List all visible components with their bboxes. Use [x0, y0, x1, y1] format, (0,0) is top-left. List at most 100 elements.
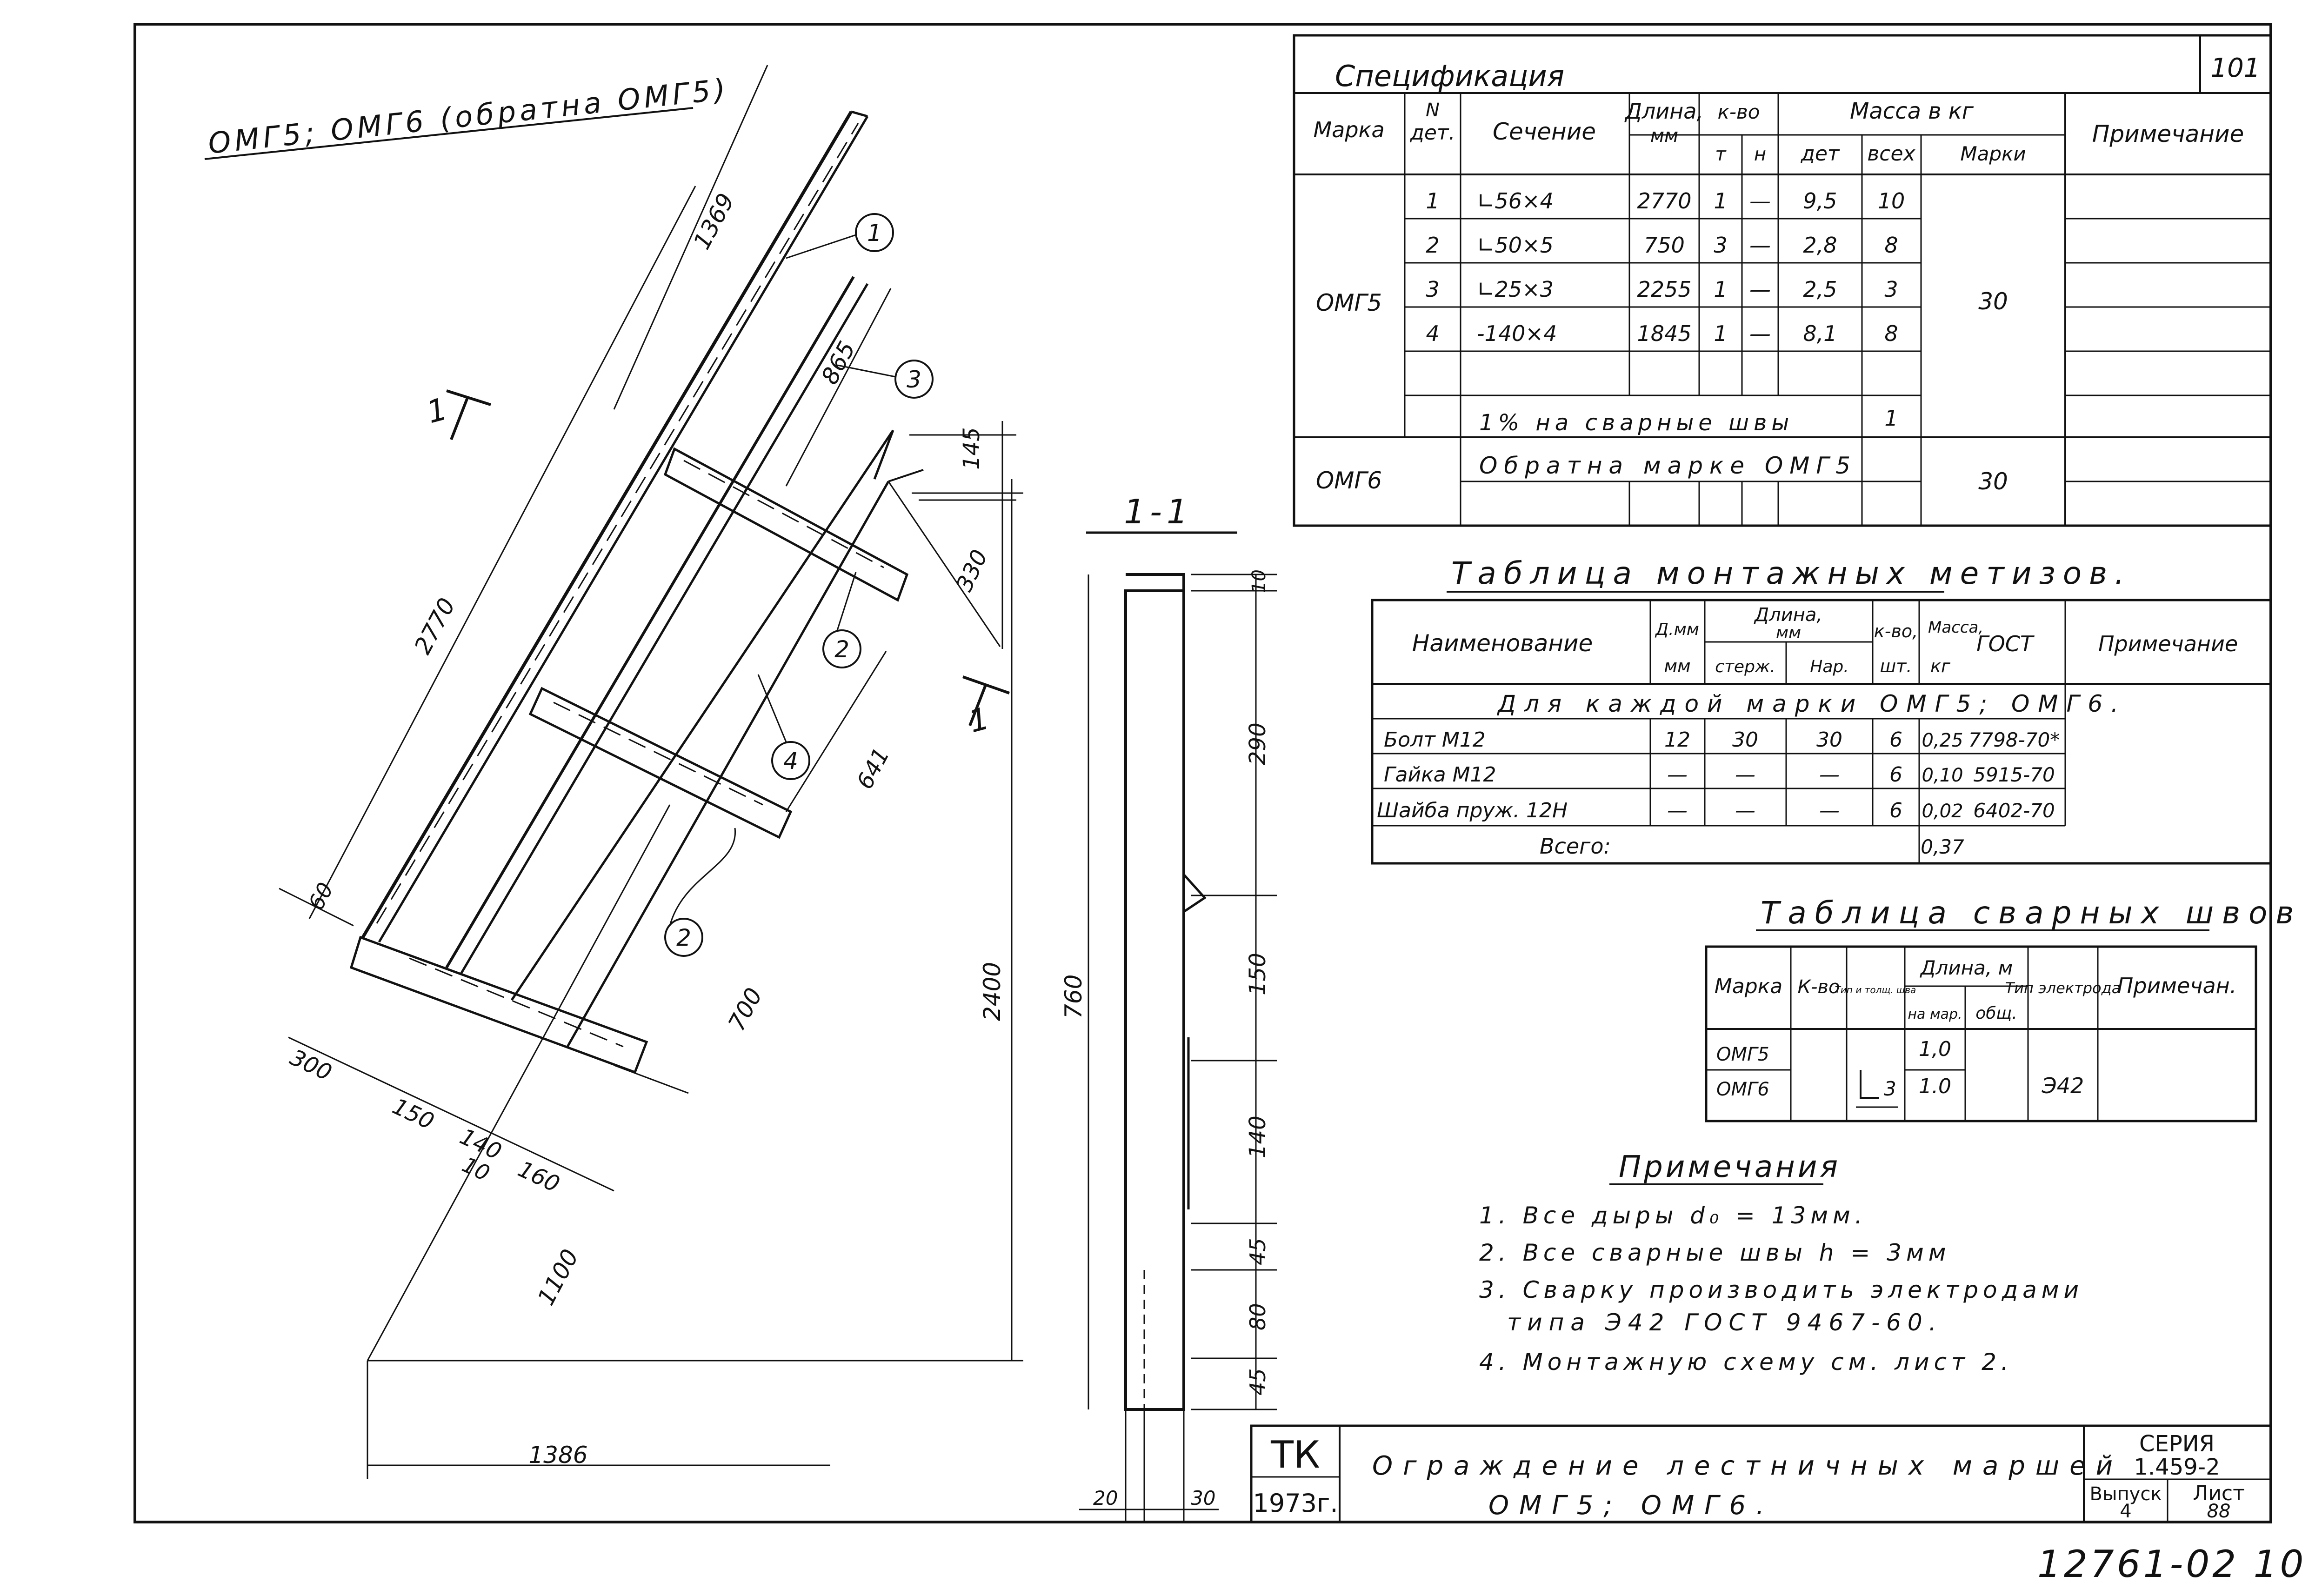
spec-r4-length: 1845: [1637, 321, 1691, 346]
dim-330: 330: [951, 546, 993, 595]
callout-1-icon: [855, 213, 894, 252]
tb-org: ТК: [1270, 1433, 1320, 1476]
tb-issue-label: Выпуск: [2090, 1483, 2162, 1505]
dim-1100: 1100: [532, 1245, 584, 1310]
fast-r1-name: Болт М12: [1384, 728, 1486, 752]
tb-sheet: 88: [2207, 1501, 2231, 1522]
strip-4: [510, 429, 894, 1001]
fast-r3-gost: 6402-70: [1973, 799, 2055, 822]
weld-h-qty: К-во: [1798, 976, 1840, 998]
spec-h-note: Примечание: [2092, 120, 2244, 147]
note-3b: типа Э42 ГОСТ 9467-60.: [1507, 1309, 1943, 1336]
section-title: 1-1: [1124, 492, 1193, 531]
tb-series-label: СЕРИЯ: [2139, 1431, 2215, 1457]
spec-r4-n: —: [1749, 321, 1771, 346]
welds-table: Таблица сварных швов Марка К-во Тип и то…: [1705, 895, 2302, 1122]
sec-dim-30: 30: [1191, 1487, 1215, 1509]
spec-h-qty: к-во: [1718, 100, 1760, 123]
fast-h-mass-unit: кг: [1930, 656, 1951, 676]
fast-h-len: Длина,: [1754, 604, 1822, 626]
fast-h-name: Наименование: [1412, 630, 1593, 657]
railing-drawing: ОМГ5; ОМГ6 (обратна ОМГ5) 1 3 2: [204, 65, 1023, 1479]
fast-r2-rod: —: [1735, 763, 1755, 787]
callout-2b: 2: [676, 924, 691, 951]
fast-h-d: Д.мм: [1655, 620, 1699, 639]
spec-weld-val: 1: [1884, 406, 1898, 431]
fast-total: 0,37: [1921, 835, 1964, 858]
spec-r3-n: —: [1749, 277, 1771, 302]
weld-r1-mark: ОМГ5: [1716, 1044, 1769, 1065]
dim-865: 865: [816, 337, 861, 388]
sec-dim-760: 760: [1060, 975, 1087, 1019]
fast-r2-mass: 0,10: [1922, 765, 1963, 786]
welds-title: Таблица сварных швов: [1761, 895, 2302, 931]
spec-table: 101 Спецификация Марк: [1293, 34, 2272, 527]
note-1: 1. Все дыры d₀ = 13мм.: [1479, 1202, 1867, 1229]
fast-r1-rod: 30: [1732, 728, 1758, 752]
callout-4: 4: [783, 748, 798, 775]
spec-r2-t: 3: [1714, 233, 1727, 258]
spec-r4-t: 1: [1714, 321, 1727, 346]
fast-r1-thr: 30: [1816, 728, 1842, 752]
spec-h-num2: дет.: [1409, 121, 1455, 145]
spec-r4-section: -140×4: [1477, 321, 1557, 346]
spec-r4-num: 4: [1426, 321, 1439, 346]
spec-r3-det: 2,5: [1803, 277, 1837, 302]
callout-2a: 2: [834, 636, 849, 663]
callout-1: 1: [867, 220, 882, 247]
callout-2a-icon: [822, 629, 861, 668]
tb-name1: Ограждение лестничных маршей: [1372, 1451, 2123, 1481]
spec-r3-all: 3: [1884, 277, 1898, 302]
spec-h-length: Длина,: [1624, 99, 1703, 124]
spec-r1-n: —: [1749, 188, 1771, 214]
spec-h-mass: Масса в кг: [1850, 98, 1974, 124]
fast-h-gost: ГОСТ: [1976, 631, 2035, 656]
fast-r3-rod: —: [1735, 799, 1755, 822]
notes-title: Примечания: [1619, 1150, 1841, 1184]
weld-h-type: Тип и толщ. шва: [1835, 984, 1916, 995]
weld-h-note: Примечан.: [2117, 973, 2237, 998]
sec-dim-140: 140: [1245, 1115, 1271, 1158]
spec-h-length-unit: мм: [1650, 125, 1678, 147]
dim-60: 60: [303, 878, 338, 914]
weld-el: Э42: [2042, 1073, 2084, 1098]
spec-r2-num: 2: [1426, 233, 1439, 258]
note-4: 4. Монтажную схему см. лист 2.: [1479, 1349, 2013, 1376]
fast-h-qty-unit: шт.: [1880, 656, 1912, 676]
fast-r1-qty: 6: [1889, 728, 1902, 752]
spec-r1-section: ∟56×4: [1477, 188, 1554, 214]
spec-r1-all: 10: [1878, 188, 1905, 214]
sec-dim-150: 150: [1245, 953, 1271, 995]
weld-r2-len: 1.0: [1919, 1075, 1951, 1098]
spec-r2-n: —: [1749, 233, 1771, 258]
spec-h-qty-n: н: [1754, 144, 1766, 165]
fast-r3-name: Шайба пруж. 12Н: [1377, 799, 1568, 822]
bottom-plate: [349, 935, 648, 1074]
fast-h-d-unit: мм: [1664, 656, 1690, 676]
spec-r3-num: 3: [1426, 277, 1439, 302]
callout-3: 3: [907, 366, 921, 393]
spec-r2-length: 750: [1644, 233, 1685, 258]
dim-2400: 2400: [979, 962, 1006, 1021]
section-1-1: 1-1 760 10 290 150 140 45 80 45 20 30: [1060, 492, 1277, 1521]
spec-r3-length: 2255: [1637, 277, 1691, 302]
weld-h-el: Тип электрода: [2005, 979, 2121, 997]
drawing-title: ОМГ5; ОМГ6 (обратна ОМГ5): [207, 72, 731, 160]
weld-r1-len: 1,0: [1919, 1037, 1951, 1061]
sec-dim-80: 80: [1245, 1303, 1270, 1330]
spec-r3-t: 1: [1714, 277, 1727, 302]
sec-dim-45a: 45: [1245, 1238, 1270, 1265]
fast-h-note: Примечание: [2098, 631, 2238, 656]
spec-h-qty-t: т: [1715, 144, 1727, 165]
sec-dim-290: 290: [1245, 722, 1271, 765]
fast-h-mass: Масса,: [1928, 618, 1983, 637]
fast-group: Для каждой марки ОМГ5; ОМГ6.: [1497, 690, 2127, 717]
spec-r1-t: 1: [1714, 188, 1727, 214]
callout-3-icon: [894, 360, 934, 399]
spec-r1-num: 1: [1426, 188, 1439, 214]
spec-r4-det: 8,1: [1803, 321, 1837, 346]
sheet-number: 101: [2211, 53, 2261, 83]
fast-r1-d: 12: [1664, 728, 1690, 752]
title-block: ТК 1973г. Ограждение лестничных маршей О…: [1250, 1424, 2272, 1523]
